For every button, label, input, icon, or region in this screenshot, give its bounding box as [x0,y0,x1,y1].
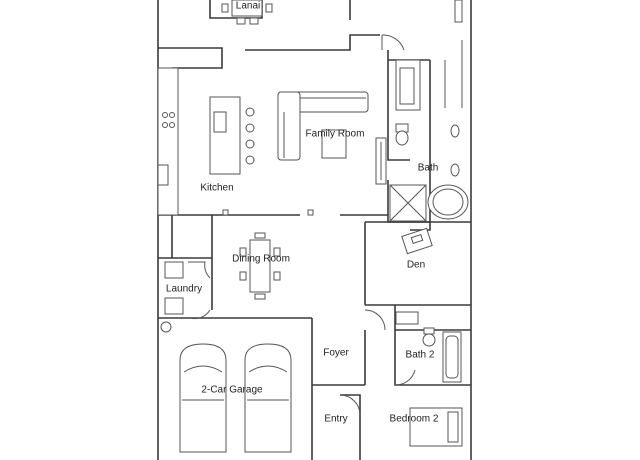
interior-walls [158,50,471,460]
dining-table [239,232,281,300]
room-label-lanai: Lanai [235,0,261,12]
room-label-garage: 2-Car Garage [201,384,263,396]
room-label-bath-2: Bath 2 [405,349,435,361]
bath-fixtures [375,0,469,222]
room-label-family-room: Family Room [305,128,365,140]
bedroom-2-bed [409,407,463,447]
garage-cars [179,343,292,453]
room-label-entry: Entry [324,413,348,425]
room-label-bath: Bath [417,162,439,174]
kitchen-island [157,67,255,216]
lanai-table [221,0,273,25]
room-label-kitchen: Kitchen [200,182,234,194]
family-room-sofa [277,91,369,161]
room-label-foyer: Foyer [323,347,349,359]
bath-2-fixtures [395,311,462,383]
room-label-dining-room: Dining Room [232,253,290,265]
den-desk [401,227,433,255]
room-label-den: Den [406,259,426,271]
room-label-bedroom-2: Bedroom 2 [389,413,439,425]
laundry-machines [160,261,184,333]
room-label-laundry: Laundry [165,283,203,295]
door-swings [188,34,416,416]
posts [222,209,314,216]
